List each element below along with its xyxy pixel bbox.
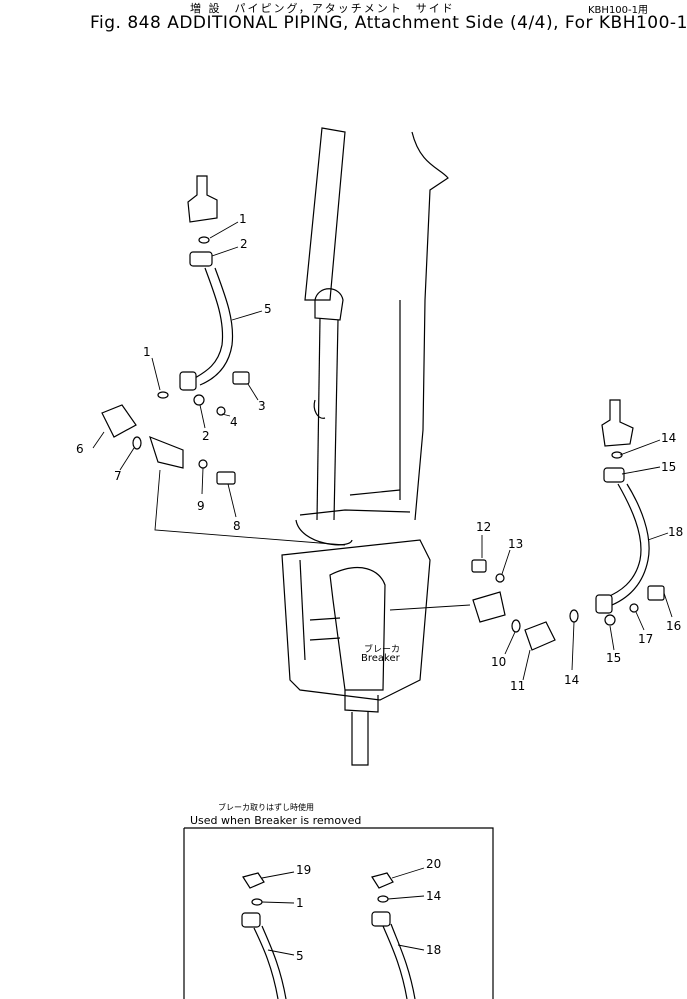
callout-6: 6 — [76, 442, 84, 456]
leader-line — [154, 469, 346, 546]
callout-19: 19 — [296, 863, 311, 877]
right-hose-assembly — [471, 399, 665, 651]
callout-7: 7 — [114, 469, 122, 483]
callout-3: 3 — [258, 399, 266, 413]
callout-12: 12 — [476, 520, 491, 534]
inset-caption-jp: ブレーカ取りはずし時使用 — [218, 803, 314, 812]
callout-16: 16 — [666, 619, 681, 633]
callout-2: 2 — [240, 237, 248, 251]
callout-14: 14 — [426, 889, 441, 903]
callout-leaders — [92, 221, 673, 681]
callout-2: 2 — [202, 429, 210, 443]
callout-14: 14 — [661, 431, 676, 445]
callout-5: 5 — [296, 949, 304, 963]
callout-8: 8 — [233, 519, 241, 533]
callout-11: 11 — [510, 679, 525, 693]
japanese-title: 増 設 パイピング，アタッチメント サイド — [190, 2, 455, 15]
inset-caption: Used when Breaker is removed — [190, 814, 362, 827]
callout-1: 1 — [296, 896, 304, 910]
callout-1: 1 — [239, 212, 247, 226]
breaker-body — [281, 539, 431, 766]
figure-title: Fig. 848 ADDITIONAL PIPING, Attachment S… — [90, 13, 687, 33]
callout-9: 9 — [197, 499, 205, 513]
breaker-label: Breaker — [361, 653, 400, 664]
callout-10: 10 — [491, 655, 506, 669]
callout-18: 18 — [668, 525, 683, 539]
callout-14: 14 — [564, 673, 579, 687]
callout-1: 1 — [143, 345, 151, 359]
leader-line — [389, 604, 471, 611]
left-hose-assembly — [101, 175, 250, 485]
callout-17: 17 — [638, 632, 653, 646]
callout-4: 4 — [230, 415, 238, 429]
model-label: KBH100-1用 — [588, 5, 648, 16]
callout-13: 13 — [508, 537, 523, 551]
callout-18: 18 — [426, 943, 441, 957]
callout-5: 5 — [264, 302, 272, 316]
inset-box — [183, 827, 494, 999]
callout-numbers: 1 2 5 1 3 4 2 6 7 9 8 14 15 18 12 13 10 … — [76, 212, 683, 963]
boom-arm-outline — [295, 127, 449, 546]
callout-15: 15 — [606, 651, 621, 665]
breaker-label-jp: ブレーカ — [364, 645, 401, 655]
callout-15: 15 — [661, 460, 676, 474]
callout-20: 20 — [426, 857, 441, 871]
